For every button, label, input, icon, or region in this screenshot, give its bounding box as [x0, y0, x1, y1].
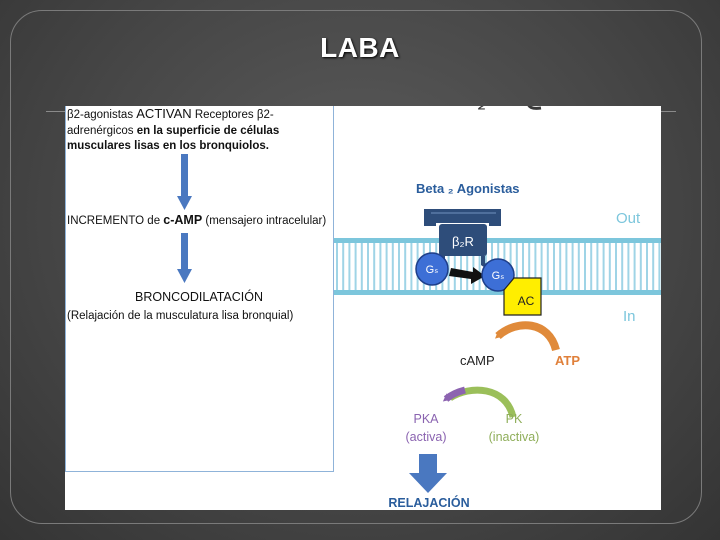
beta2-agonist-ligand	[424, 209, 501, 226]
cropped-header-glyph	[527, 106, 542, 110]
gs-protein-left	[415, 252, 449, 286]
relaxation-down-arrow	[409, 454, 447, 493]
camp-label: cAMP	[460, 353, 495, 368]
slide-title: LABA	[320, 32, 400, 63]
atp-to-camp-arrow	[495, 321, 560, 352]
step3-title: BRONCODILATACIÓN	[135, 290, 264, 304]
gs-left-label: Gₛ	[426, 264, 439, 276]
ac-label: AC	[518, 294, 535, 308]
beta2-pathway-diagram: ₂ β₂R Gₛ Gₛ AC	[177, 106, 661, 510]
step2-suffix: (mensajero intracelular)	[202, 215, 327, 227]
adenylyl-cyclase	[503, 277, 542, 316]
slide-frame	[10, 10, 702, 524]
activation-arrow	[449, 267, 485, 284]
pk-state: (inactiva)	[489, 430, 540, 444]
pka-label: PKA	[413, 412, 439, 426]
cropped-header-fragment: ₂	[477, 106, 486, 114]
step3-detail: (Relajación de la musculatura lisa bronq…	[67, 310, 294, 322]
step1-text: β2-agonistas ACTIVAN Receptores β2-adren…	[67, 106, 329, 155]
step2-key: c-AMP	[163, 213, 203, 227]
gs-protein-right	[481, 258, 515, 292]
step1-middle: Receptores β2-adrenérgicos	[67, 109, 274, 137]
mechanism-text-box	[65, 106, 334, 472]
step1-prefix: β2-agonistas	[67, 109, 137, 121]
left-down-arrow-1	[177, 154, 192, 210]
content-panel: β2-agonistas ACTIVAN Receptores β2-adren…	[65, 106, 661, 510]
atp-label: ATP	[555, 353, 580, 368]
in-label: In	[623, 308, 636, 325]
pka-state: (activa)	[406, 430, 447, 444]
pk-label: PK	[506, 412, 523, 426]
step1-suffix: en la superficie de células musculares l…	[67, 124, 280, 153]
out-label: Out	[616, 210, 641, 227]
result-label: RELAJACIÓN	[388, 495, 469, 510]
pk-to-pka-arrow-head	[442, 386, 466, 402]
step2-prefix: INCREMENTO de	[67, 215, 164, 227]
step1-action: ACTIVAN	[136, 106, 192, 121]
gs-right-label: Gₛ	[492, 270, 505, 282]
receptor-label: β₂R	[452, 234, 474, 249]
agonist-label: Beta ₂ Agonistas	[416, 181, 520, 196]
left-down-arrow-2	[177, 233, 192, 283]
step2-text: INCREMENTO de c-AMP (mensajero intracelu…	[67, 213, 347, 230]
